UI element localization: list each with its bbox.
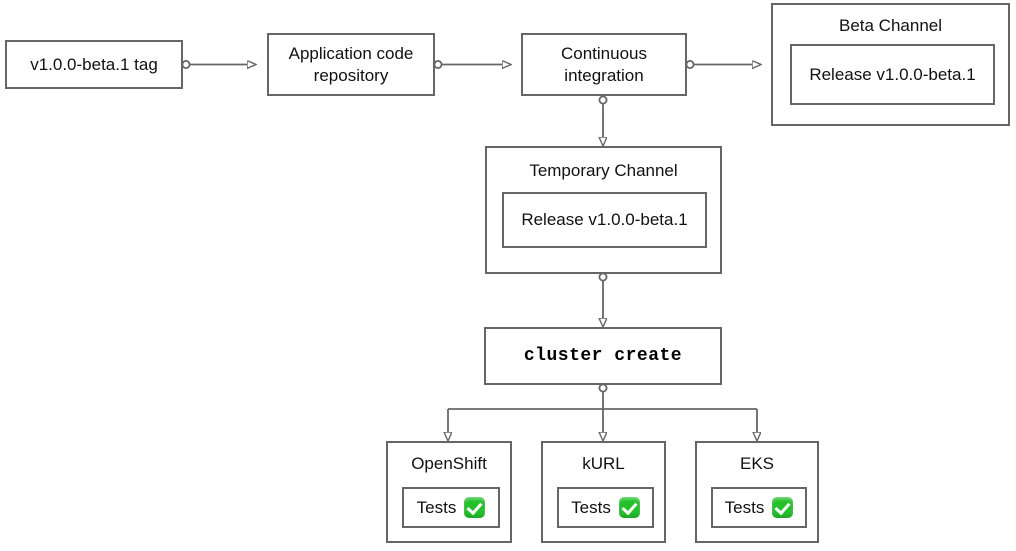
node-kurl-tests[interactable]: Tests	[557, 487, 654, 528]
edge-ci-to-temporary-channel	[599, 95, 608, 146]
node-temporary-channel-release[interactable]: Release v1.0.0-beta.1	[502, 192, 707, 248]
node-kurl-tests-label: Tests	[571, 497, 611, 517]
node-openshift-tests[interactable]: Tests	[402, 487, 500, 528]
node-cluster-create-label: cluster create	[523, 345, 683, 366]
node-temporary-channel-release-label: Release v1.0.0-beta.1	[521, 210, 688, 229]
node-openshift-tests-label: Tests	[416, 497, 457, 517]
node-eks-title: EKS	[739, 454, 775, 473]
node-application-code-repository-label: Application code repository	[288, 44, 414, 85]
edge-ci-to-beta-channel	[685, 60, 761, 68]
node-version-tag[interactable]: v1.0.0-beta.1 tag	[5, 40, 183, 89]
node-continuous-integration[interactable]: Continuous integration	[521, 33, 687, 96]
edge-temporary-channel-to-cluster-create	[599, 272, 608, 327]
check-mark-button-icon	[464, 497, 486, 518]
edge-cluster-create-to-platforms	[448, 383, 757, 441]
node-beta-channel-release-label: Release v1.0.0-beta.1	[809, 64, 976, 84]
node-beta-channel[interactable]: Beta Channel Release v1.0.0-beta.1	[771, 3, 1010, 126]
edge-repo-to-ci	[433, 60, 511, 68]
check-mark-button-icon	[772, 497, 794, 518]
node-temporary-channel-title: Temporary Channel	[529, 161, 678, 180]
node-cluster-create[interactable]: cluster create	[484, 327, 722, 385]
node-continuous-integration-label: Continuous integration	[560, 44, 647, 85]
node-beta-channel-title: Beta Channel	[838, 16, 943, 35]
node-openshift-title: OpenShift	[411, 454, 487, 473]
node-version-tag-label: v1.0.0-beta.1 tag	[30, 54, 158, 74]
node-eks[interactable]: EKS Tests	[695, 441, 819, 543]
node-eks-tests-label: Tests	[724, 497, 765, 517]
node-temporary-channel[interactable]: Temporary Channel Release v1.0.0-beta.1	[485, 146, 722, 274]
node-openshift[interactable]: OpenShift Tests	[386, 441, 512, 543]
node-kurl[interactable]: kURL Tests	[541, 441, 666, 543]
check-mark-button-icon	[618, 497, 640, 518]
node-beta-channel-release[interactable]: Release v1.0.0-beta.1	[790, 44, 995, 105]
node-application-code-repository[interactable]: Application code repository	[267, 33, 435, 96]
node-kurl-title: kURL	[582, 454, 625, 473]
node-eks-tests[interactable]: Tests	[711, 487, 807, 528]
edge-tag-to-repo	[181, 60, 256, 68]
